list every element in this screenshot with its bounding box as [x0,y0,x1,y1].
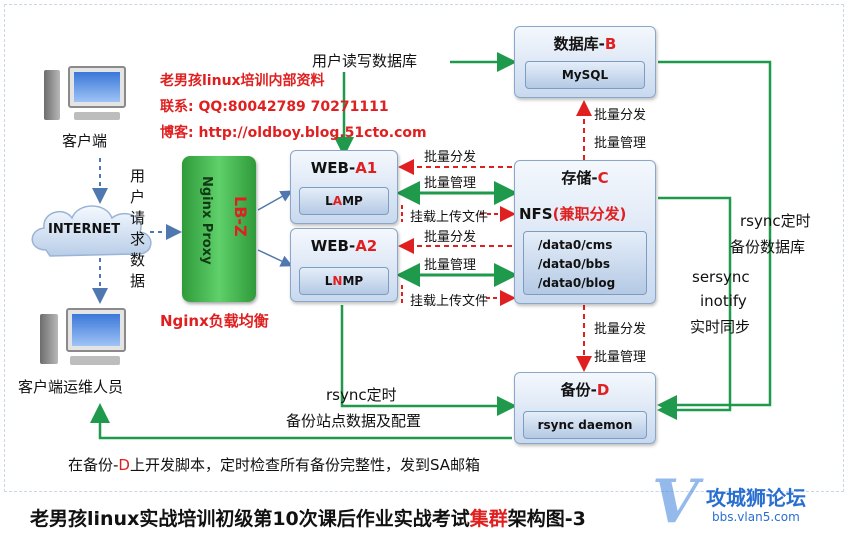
web-a1-title: WEB-A1 [291,159,397,177]
request-char: 求 [130,230,146,248]
storage-title: 存储-C [515,167,655,188]
storage-title-text: 存储- [561,169,598,187]
sersync-label: sersync [692,268,750,286]
web-a2-title: WEB-A2 [291,237,397,255]
web-a1-title-text: WEB- [310,159,356,177]
diagram-title: 老男孩linux实战培训初级第10次课后作业实战考试集群架构图-3 [30,504,586,531]
db-backup-rsync [657,60,772,415]
request-char: 据 [130,272,146,290]
db-read-write-label: 用户读写数据库 [312,52,418,70]
web-a1-app-rest: MP [342,194,363,208]
db-batch-mgmt-label: 批量管理 [594,136,647,151]
client-label: 客户端 [62,132,108,150]
internet-cloud-icon [31,205,152,257]
web-backup-rsync [340,305,517,416]
backup-box: 备份-D rsync daemon [514,372,656,444]
rsync-timer-label: rsync定时 [740,212,811,230]
backup-site-label: 备份站点数据及配置 [286,412,422,430]
check-note: 在备份-D上开发脚本，定时检查所有备份完整性，发到SA邮箱 [68,454,480,475]
db-title: 数据库-B [515,33,655,54]
web-a2-app-rest: MP [342,274,364,288]
web-rsync-timer-label: rsync定时 [326,386,397,404]
web-a1-app: LAMP [300,194,388,208]
watermark-line3: 博客: http://oldboy.blog.51cto.com [160,125,427,141]
storage-nfs-text: NFS [519,205,553,223]
a1-batch-dist-label: 批量分发 [424,150,477,165]
storage-nfs: NFS(兼职分发) [519,203,626,224]
a2-mount-label: 挂载上传文件 [410,294,489,309]
storage-box: 存储-C NFS(兼职分发) /data0/cms /data0/bbs /da… [514,160,656,304]
lb-caption: Nginx负载均衡 [160,312,269,330]
db-engine-box: MySQL [525,61,645,89]
realtime-sync-label: 实时同步 [690,318,751,336]
database-box: 数据库-B MySQL [514,26,656,98]
db-engine: MySQL [561,68,609,82]
backup-ops-mail [90,403,512,440]
web-a1-app-a: A [332,194,343,208]
storage-dirs-box: /data0/cms /data0/bbs /data0/blog [523,231,647,295]
lb-name-label: LB-Z [231,196,250,237]
ops-label: 客户端运维人员 [18,378,124,396]
request-data-label: 用 户 请 求 数 据 [130,166,148,292]
backup-batch-dist-label: 批量分发 [594,322,647,337]
a1-mount-label: 挂载上传文件 [410,210,489,225]
backup-db-label: 备份数据库 [730,238,806,256]
watermark-line1: 老男孩linux培训内部资料 [160,73,325,89]
a2-batch-dist-label: 批量分发 [424,230,477,245]
web-a1-app-l: L [325,194,333,208]
internet-label: INTERNET [48,222,121,237]
title-hl: 集群 [469,508,508,530]
web-a2-app-n: N [332,274,343,288]
logo-text: 攻城狮论坛 [706,486,806,510]
backup-title-hl: D [596,381,610,399]
a1-batch-mgmt-label: 批量管理 [424,176,477,191]
web-a2-box: WEB-A2 LNMP [290,228,398,302]
storage-dir: /data0/blog [538,276,616,290]
inotify-label: inotify [700,292,747,310]
diagram-frame [4,4,844,492]
lb-web-a2-link [257,249,293,267]
ops-computer-icon [40,308,130,368]
web-a1-title-hl: A1 [355,159,378,177]
backup-title: 备份-D [515,379,655,400]
storage-title-hl: C [597,169,609,187]
title-pre: 老男孩linux实战培训初级第10次课后作业实战考试 [30,508,470,530]
db-title-hl: B [604,35,617,53]
logo-url: bbs.vlan5.com [712,510,800,524]
load-balancer-box: Nginx Proxy LB-Z [182,156,256,302]
web-a1-app-box: LAMP [299,187,389,215]
storage-nfs-role: (兼职分发) [552,205,627,223]
web-a2-app: LNMP [300,274,388,288]
request-char: 户 [130,188,146,206]
backup-batch-mgmt-label: 批量管理 [594,350,647,365]
web-a2-app-box: LNMP [299,267,389,295]
web-a2-app-l: L [324,274,333,288]
title-post: 架构图-3 [507,508,586,530]
a2-batch-mgmt-label: 批量管理 [424,258,477,273]
lb-proxy-label: Nginx Proxy [199,176,214,265]
lb-web-a1-link [257,190,293,211]
backup-daemon: rsync daemon [537,418,633,432]
request-char: 数 [130,251,146,269]
storage-backup-sersync [657,196,732,420]
request-char: 用 [130,167,146,185]
web-a2-title-hl: A2 [355,237,378,255]
backup-daemon-box: rsync daemon [523,411,647,439]
db-title-text: 数据库- [553,35,605,53]
storage-dir: /data0/cms [538,238,613,252]
forum-logo: V 攻城狮论坛 bbs.vlan5.com [652,467,806,537]
web-a2-title-text: WEB- [310,237,356,255]
db-batch-dist-label: 批量分发 [594,108,647,123]
watermark-line2: 联系: QQ:80042789 70271111 [160,99,389,115]
request-char: 请 [130,209,146,227]
check-note-d: D [118,456,130,474]
web-a1-box: WEB-A1 LAMP [290,150,398,224]
check-note-post: 上开发脚本，定时检查所有备份完整性，发到SA邮箱 [129,456,481,474]
storage-dir: /data0/bbs [538,257,610,271]
backup-title-text: 备份- [560,381,597,399]
client-computer-icon [44,66,134,124]
check-note-pre: 在备份- [68,456,119,474]
